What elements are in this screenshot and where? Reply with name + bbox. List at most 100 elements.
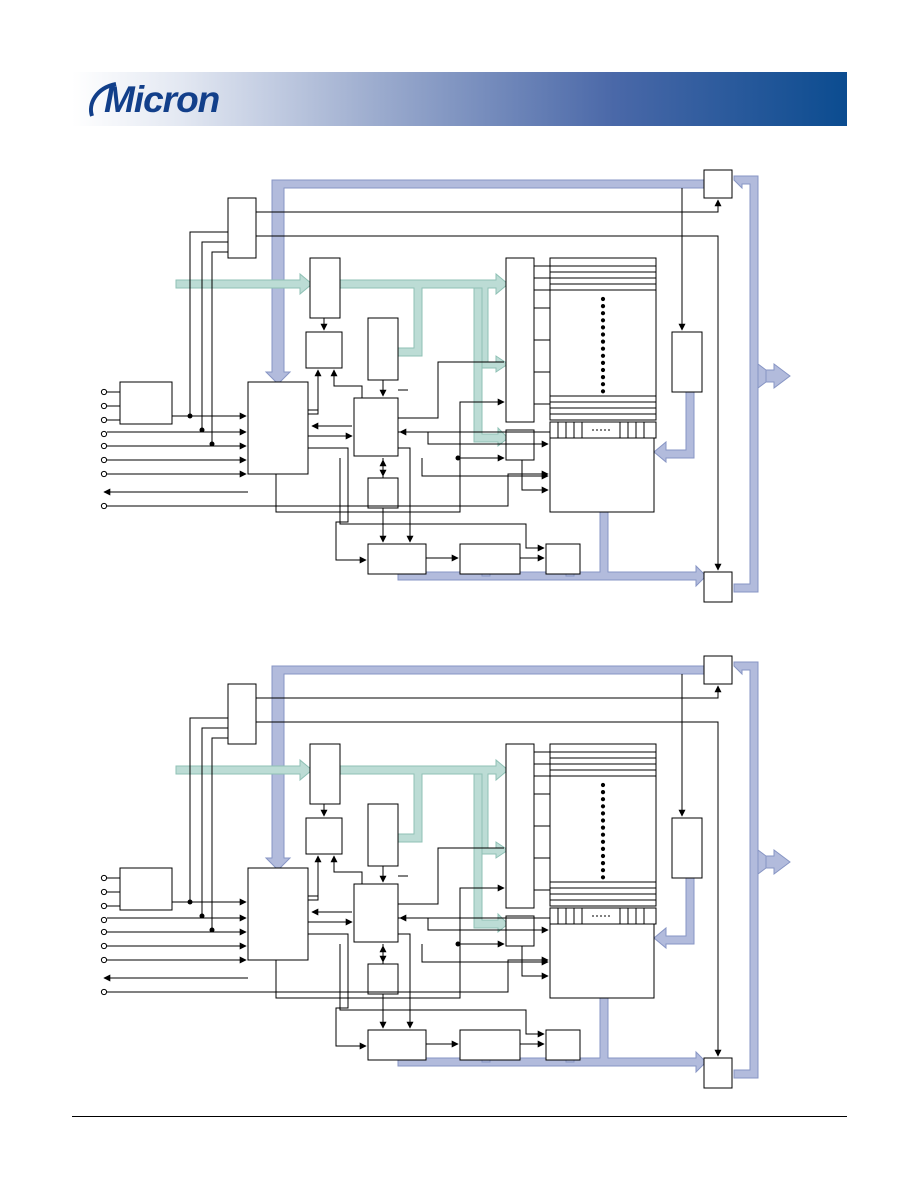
- row-decoder-block: [505, 257, 535, 423]
- latch-to-decoder: [521, 946, 549, 980]
- array-dot-marker: [600, 846, 606, 851]
- array-dot-marker: [600, 311, 606, 316]
- clock-enable-block: [227, 683, 257, 745]
- bank-control-block: [353, 883, 399, 943]
- micron-logo: Micron: [104, 79, 220, 120]
- external-pin-5: [100, 442, 108, 450]
- external-data-arrow-left-icon: [757, 849, 767, 875]
- array-dot-marker: [600, 304, 606, 309]
- data-bus-bottom: [397, 997, 707, 1074]
- control-line-to-data-in: [256, 199, 722, 213]
- external-pin-7: [100, 470, 108, 478]
- control-to-dqm: [308, 447, 367, 564]
- bank-control-block: [353, 397, 399, 457]
- bank-to-dqm: [398, 933, 414, 1029]
- data-out-block: [703, 1057, 733, 1089]
- bank-to-row-decoder: [398, 847, 504, 905]
- data-in-register-block: [703, 169, 733, 199]
- control-line-to-data-out: [256, 235, 722, 571]
- row-address-bus: [339, 758, 509, 859]
- control-line-to-data-in: [256, 685, 722, 699]
- mode-register-block: [305, 331, 343, 369]
- external-pin-3: [100, 416, 108, 424]
- control-to-write-fifo: [339, 944, 545, 1038]
- array-dot-marker: [600, 868, 606, 873]
- array-dot-marker: [600, 804, 606, 809]
- array-dot-marker: [600, 832, 606, 837]
- bank-to-decoder-2: [421, 458, 549, 480]
- column-address-latch-block: [505, 915, 535, 947]
- external-pin-2: [100, 888, 108, 896]
- array-dot-marker: [600, 296, 606, 302]
- external-pin-3: [100, 902, 108, 910]
- column-to-bank: [399, 914, 546, 931]
- data-in-register-block: [703, 655, 733, 685]
- diagram-svg: [100, 655, 791, 1089]
- array-dot-marker: [600, 339, 606, 344]
- bank-address-bus: [473, 287, 509, 448]
- column-decoder-block: [549, 923, 655, 999]
- refresh-counter-block: [367, 803, 399, 867]
- array-dot-marker: [600, 818, 606, 823]
- control-to-write-fifo: [339, 458, 545, 552]
- array-dot-marker: [600, 318, 606, 323]
- array-dot-marker: [600, 325, 606, 330]
- write-fifo-block: [545, 1029, 581, 1061]
- external-pin-5: [100, 928, 108, 936]
- array-dot-marker: [600, 797, 606, 802]
- external-pin-4: [100, 916, 108, 924]
- read-latch-block: [459, 543, 521, 575]
- command-decode-block: [119, 867, 173, 911]
- array-dot-marker: [600, 353, 606, 358]
- control-logic-block: [247, 381, 309, 475]
- data-bus-right: [733, 661, 759, 1079]
- cke-wire-3: [211, 251, 228, 444]
- read-latch-block: [459, 1029, 521, 1061]
- control-line-to-data-out: [256, 721, 722, 1057]
- array-dot-marker: [600, 839, 606, 844]
- cke-wire-3: [211, 737, 228, 930]
- external-pin-6: [100, 456, 108, 464]
- address-input-bus: [175, 758, 313, 782]
- cke-wire-1: [189, 717, 228, 902]
- external-pin-2: [100, 402, 108, 410]
- sense-amplifier-strip: [549, 907, 657, 925]
- column-decoder-block: [549, 437, 655, 513]
- array-dot-marker: [600, 375, 606, 380]
- cke-wire-1: [189, 231, 228, 416]
- bank-to-mode: [330, 369, 363, 398]
- column-counter-block: [367, 963, 399, 995]
- data-out-register-block: [671, 817, 703, 879]
- sense-amplifier-strip: [549, 421, 657, 439]
- control-logic-block: [247, 867, 309, 961]
- cke-wire-2: [201, 727, 228, 916]
- bank-to-decoder-2: [421, 944, 549, 966]
- address-input-bus: [175, 272, 313, 296]
- bank-to-row-decoder: [398, 361, 504, 419]
- data-out-register-block: [671, 331, 703, 393]
- dqm-mask-block: [367, 1029, 427, 1061]
- control-to-dqm: [308, 933, 367, 1050]
- column-address-latch-block: [505, 429, 535, 461]
- array-dot-marker: [600, 853, 606, 859]
- external-pin-6: [100, 942, 108, 950]
- bank-to-mode: [330, 855, 363, 884]
- control-to-mode: [308, 855, 322, 901]
- external-pin-4: [100, 430, 108, 438]
- external-data-arrow-left-icon: [757, 363, 767, 389]
- dqm-mask-block: [367, 543, 427, 575]
- external-pin-8: [100, 988, 108, 996]
- data-out-block: [703, 571, 733, 603]
- array-dot-marker: [600, 811, 606, 816]
- data-bus-right: [733, 175, 759, 593]
- column-to-bank: [399, 428, 546, 445]
- row-address-bus: [339, 272, 509, 373]
- array-dot-marker: [600, 782, 606, 788]
- external-pin-1: [100, 388, 108, 396]
- micron-logo-swoosh-icon: [89, 82, 117, 117]
- functional-block-diagram-top: [0, 162, 918, 622]
- control-to-mode: [308, 369, 322, 415]
- write-fifo-block: [545, 543, 581, 575]
- external-pin-7: [100, 956, 108, 964]
- array-dot-marker: [600, 861, 606, 866]
